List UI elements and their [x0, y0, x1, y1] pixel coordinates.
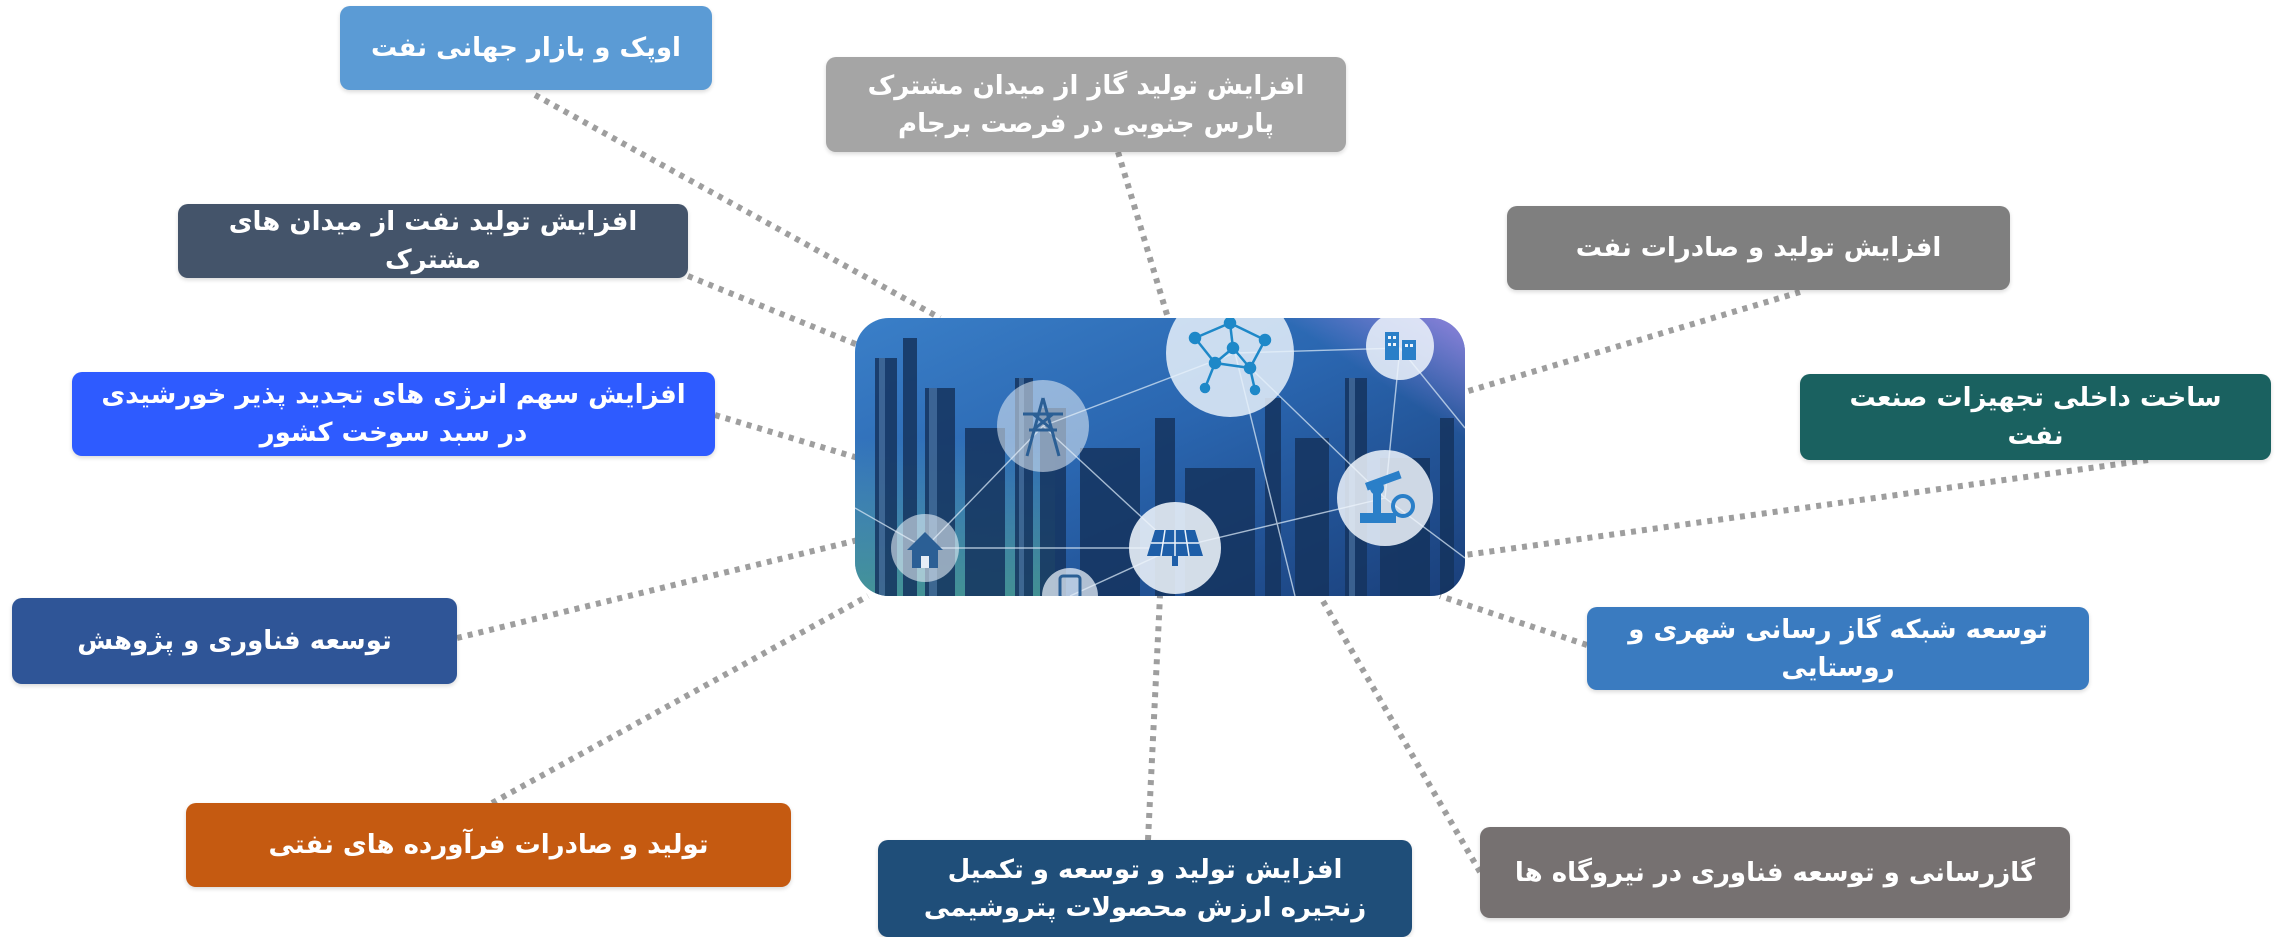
box-gas-network-urban-rural: توسعه شبکه گاز رسانی شهری و روستایی — [1587, 607, 2089, 690]
connector-power-plants — [1317, 594, 1483, 874]
home-icon — [891, 514, 959, 582]
box-petrochemical-value-chain-label: افزایش تولید و توسعه و تکمیل زنجیره ارزش… — [923, 854, 1367, 923]
box-south-pars-gas: افزایش تولید گاز از میدان مشترک پارس جنو… — [826, 57, 1346, 152]
box-refined-products-label: تولید و صادرات فرآورده های نفتی — [268, 830, 709, 860]
box-oil-production-exports: افزایش تولید و صادرات نفت — [1507, 206, 2010, 290]
box-shared-fields-oil-label: افزایش تولید نفت از میدان های مشترک — [228, 207, 638, 275]
refinery-illustration — [855, 318, 1465, 596]
central-energy-industry-image — [855, 318, 1465, 596]
box-domestic-oil-equipment: ساخت داخلی تجهیزات صنعت نفت — [1800, 374, 2271, 460]
box-domestic-oil-equipment-label: ساخت داخلی تجهیزات صنعت نفت — [1849, 383, 2222, 451]
robot-arm-icon — [1337, 450, 1433, 546]
box-renewables-solar-label: افزایش سهم انرژی های تجدید پذیر خورشیدی … — [101, 380, 686, 448]
box-power-plants-gas-tech: گازرسانی و توسعه فناوری در نیروگاه ها — [1480, 827, 2070, 918]
box-refined-products: تولید و صادرات فرآورده های نفتی — [186, 803, 791, 887]
connector-shared-oil — [686, 273, 860, 348]
connector-gas-network — [1439, 593, 1588, 648]
solar-panel-icon — [1129, 502, 1221, 594]
box-technology-research: توسعه فناوری و پژوهش — [12, 598, 457, 684]
connector-research — [456, 537, 859, 641]
connector-equipment — [1464, 457, 2149, 558]
box-opec-global-oil-market: اوپک و بازار جهانی نفت — [340, 6, 712, 90]
box-gas-network-urban-rural-label: توسعه شبکه گاز رسانی شهری و روستایی — [1628, 614, 2048, 683]
box-opec-label: اوپک و بازار جهانی نفت — [371, 33, 681, 63]
box-shared-fields-oil: افزایش تولید نفت از میدان های مشترک — [178, 204, 688, 278]
connector-refined-products — [490, 593, 870, 806]
smartphone-icon — [1042, 568, 1098, 596]
connector-pars-gas — [1115, 151, 1171, 319]
connector-renewables — [714, 412, 859, 461]
connector-opec — [533, 92, 942, 321]
network-brain-icon — [1166, 318, 1294, 417]
box-renewables-solar: افزایش سهم انرژی های تجدید پذیر خورشیدی … — [72, 372, 715, 456]
box-petrochemical-value-chain: افزایش تولید و توسعه و تکمیل زنجیره ارزش… — [878, 840, 1412, 937]
box-power-plants-gas-tech-label: گازرسانی و توسعه فناوری در نیروگاه ها — [1514, 857, 2036, 888]
box-oil-production-exports-label: افزایش تولید و صادرات نفت — [1575, 233, 1942, 263]
transmission-tower-icon — [997, 380, 1089, 472]
building-icon — [1366, 318, 1434, 380]
connector-petrochem — [1145, 595, 1163, 841]
connector-oil-exports — [1464, 289, 1801, 395]
box-south-pars-gas-label: افزایش تولید گاز از میدان مشترک پارس جنو… — [867, 70, 1305, 139]
box-technology-research-label: توسعه فناوری و پژوهش — [77, 626, 392, 656]
